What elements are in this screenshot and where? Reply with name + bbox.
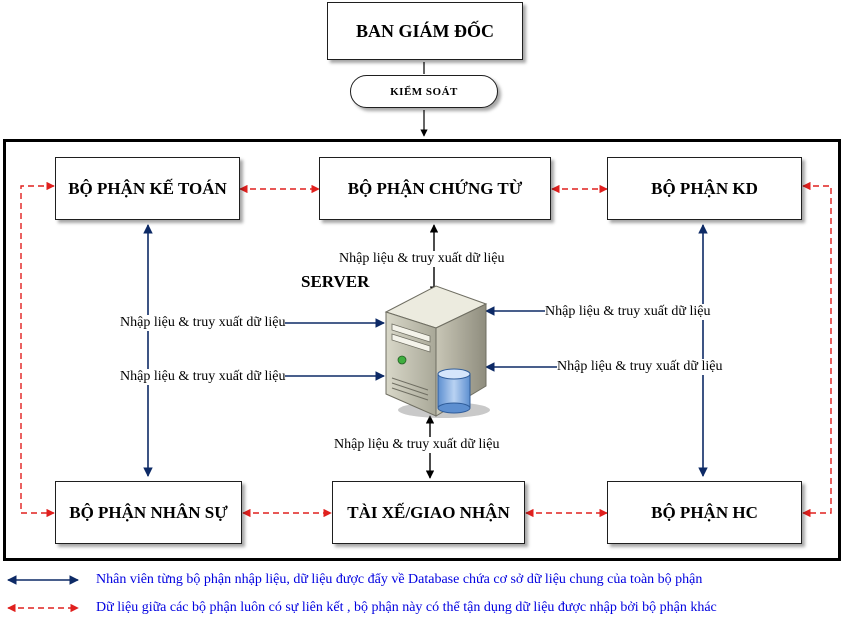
admin-department-box: BỘ PHẬN HC <box>607 481 802 544</box>
server-tower-icon <box>384 285 490 418</box>
left-upper-link-label: Nhập liệu & truy xuất dữ liệu <box>120 315 286 331</box>
server-driver-link-label: Nhập liệu & truy xuất dữ liệu <box>334 437 500 453</box>
business-department-box: BỘ PHẬN KD <box>607 157 802 220</box>
documents-server-link-label: Nhập liệu & truy xuất dữ liệu <box>339 251 505 267</box>
accounting-department-box: BỘ PHẬN KẾ TOÁN <box>55 157 240 220</box>
right-outer-dashed-loop <box>802 181 832 518</box>
right-upper-link-label: Nhập liệu & truy xuất dữ liệu <box>545 304 711 320</box>
left-outer-dashed-loop <box>20 181 55 518</box>
control-pill: KIỂM SOÁT <box>350 75 498 108</box>
hr-department-box: BỘ PHẬN NHÂN SỰ <box>55 481 242 544</box>
database-cylinder-icon <box>437 368 471 414</box>
server-label: SERVER <box>301 272 370 291</box>
organization-frame <box>3 139 841 561</box>
driver-delivery-box: TÀI XẾ/GIAO NHẬN <box>332 481 525 544</box>
right-lower-link-label: Nhập liệu & truy xuất dữ liệu <box>557 359 723 375</box>
documents-department-box: BỘ PHẬN CHỨNG TỪ <box>319 157 551 220</box>
board-of-directors-box: BAN GIÁM ĐỐC <box>327 2 523 60</box>
legend-solid-text: Nhân viên từng bộ phận nhập liệu, dữ liệ… <box>96 572 703 587</box>
left-lower-link-label: Nhập liệu & truy xuất dữ liệu <box>120 369 286 385</box>
legend-dashed-text: Dữ liệu giữa các bộ phận luôn có sự liên… <box>96 600 717 615</box>
